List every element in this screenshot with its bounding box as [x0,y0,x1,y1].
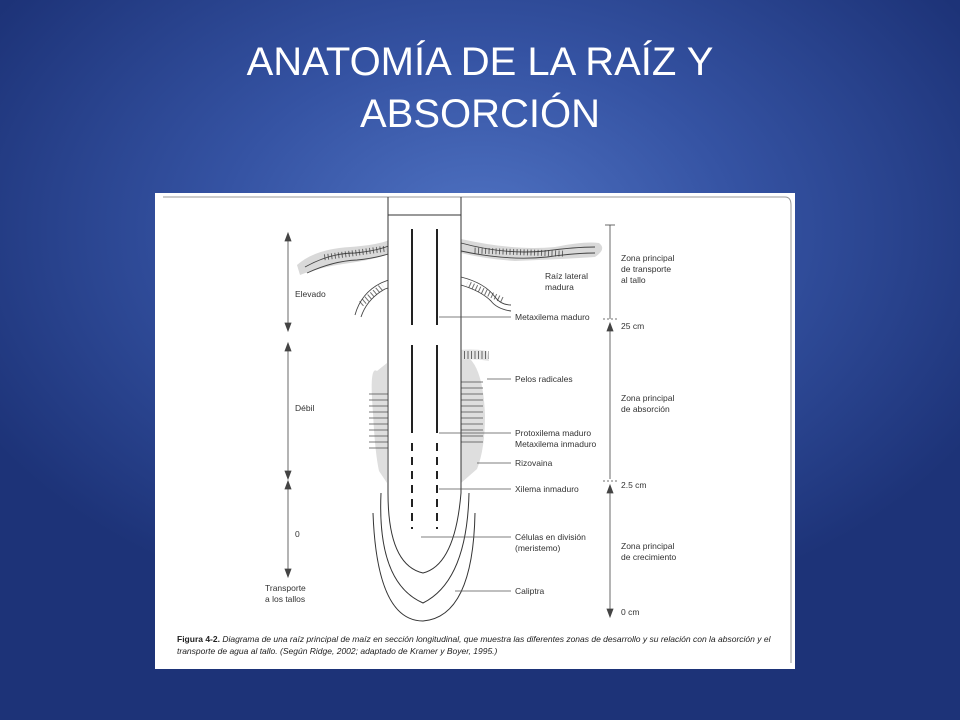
label-growth-zone-2: de crecimiento [621,552,677,562]
label-elevated: Elevado [295,289,326,299]
label-0cm: 0 cm [621,607,639,617]
label-mature-metaxylem: Metaxilema maduro [515,312,590,322]
label-transport-2: a los tallos [265,594,305,604]
label-immature-xylem: Xilema inmaduro [515,484,579,494]
right-zone-arrows [603,224,617,619]
root-hairs-right [461,381,483,445]
leader-lines [421,316,511,592]
title-line-2: ABSORCIÓN [359,92,601,136]
main-root [372,197,476,622]
root-hairs-left [369,393,389,453]
label-protoxylem-2: Metaxilema inmaduro [515,439,597,449]
label-transport-zone-1: Zona principal [621,253,675,263]
caption-line-2: con la absorción y el transporte de agua… [177,634,771,656]
label-root-hairs: Pelos radicales [515,374,573,384]
label-dividing-cells-2: (meristemo) [515,543,561,553]
label-transport-zone-3: al tallo [621,275,646,285]
label-weak: Débil [295,403,314,413]
label-transport-zone-2: de transporte [621,264,671,274]
lateral-root-hairs-right [472,247,564,257]
slide-title: ANATOMÍA DE LA RAÍZ Y ABSORCIÓN [0,36,960,140]
root-anatomy-figure: Elevado Débil 0 Transporte a los tallos [155,193,795,669]
label-dividing-cells-1: Células en división [515,532,586,542]
label-transport-1: Transporte [265,583,306,593]
left-range-arrows [284,231,292,579]
label-growth-zone-1: Zona principal [621,541,675,551]
caption-label: Figura 4-2. [177,634,220,644]
lateral-root-hairs-lower [466,280,505,304]
label-absorption-zone-2: de absorción [621,404,670,414]
root-hairs-patch [445,351,489,359]
label-zero: 0 [295,529,300,539]
label-absorption-zone-1: Zona principal [621,393,675,403]
label-2-5cm: 2.5 cm [621,480,647,490]
figure-caption: Figura 4-2. Diagrama de una raíz princip… [177,633,777,657]
vascular-bundles [411,229,438,529]
title-line-1: ANATOMÍA DE LA RAÍZ Y [246,40,714,84]
label-lateral-root-2: madura [545,282,574,292]
label-lateral-root-1: Raíz lateral [545,271,588,281]
lateral-root-hairs-left [322,245,388,261]
label-protoxylem-1: Protoxilema maduro [515,428,591,438]
label-root-cap: Caliptra [515,586,545,596]
figure-frame [163,196,792,663]
lateral-root-hairs-upper [357,283,385,308]
label-25cm: 25 cm [621,321,644,331]
root-diagram: Elevado Débil 0 Transporte a los tallos [163,196,792,663]
label-rhizosheath: Rizovaina [515,458,553,468]
caption-line-1: Diagrama de una raíz principal de maíz e… [222,634,691,644]
